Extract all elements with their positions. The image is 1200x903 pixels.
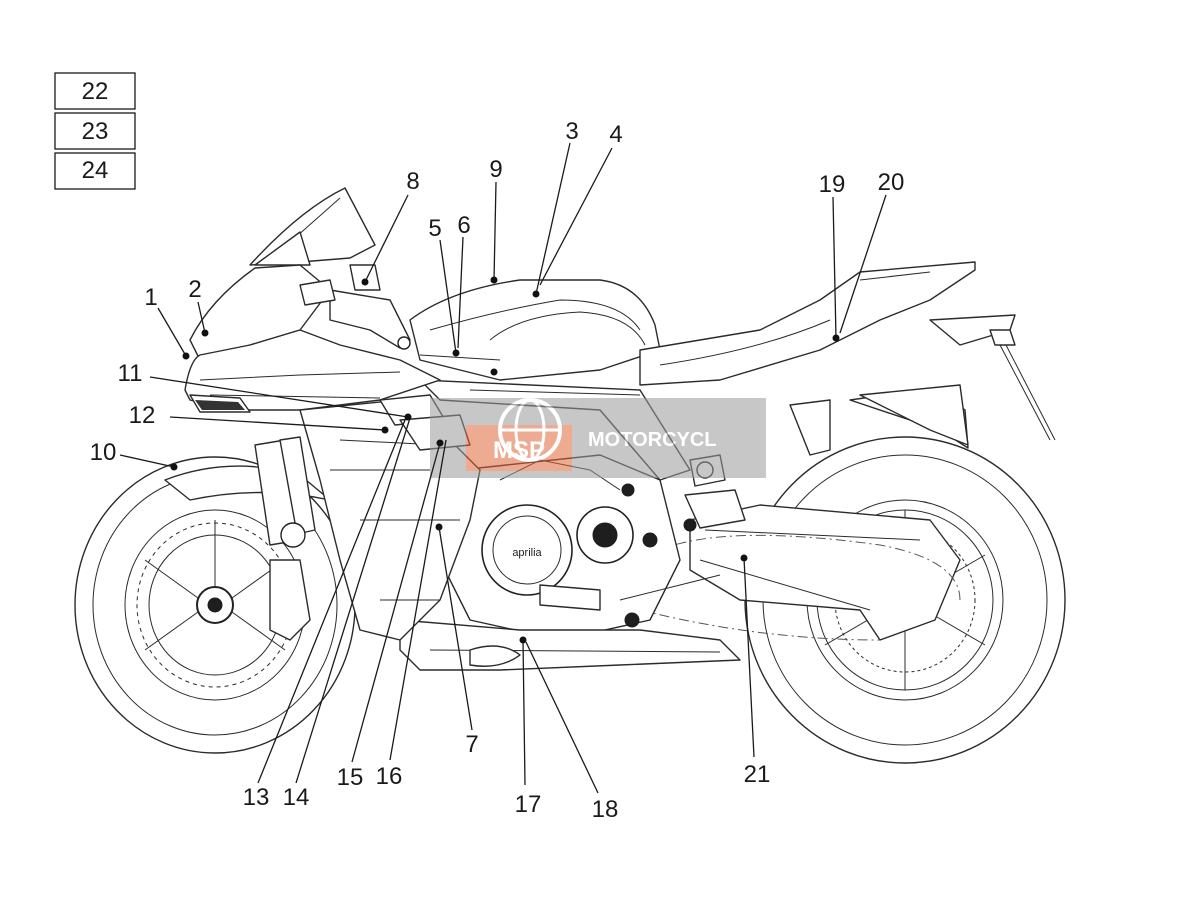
callout-3-label: 3 bbox=[565, 118, 578, 145]
engine: aprilia bbox=[439, 454, 681, 641]
callout-18-label: 18 bbox=[592, 796, 619, 823]
callout-17[interactable]: 17 bbox=[515, 636, 542, 819]
ref-box-22-label: 22 bbox=[82, 78, 109, 105]
callout-13[interactable]: 13 bbox=[243, 419, 406, 811]
callout-15-label: 15 bbox=[337, 764, 364, 791]
callout-4-label: 4 bbox=[609, 121, 622, 148]
watermark: MSP MOTORCYCL bbox=[430, 398, 766, 478]
callout-21[interactable]: 21 bbox=[740, 554, 771, 789]
callout-19[interactable]: 19 bbox=[819, 171, 846, 342]
front-fairing bbox=[184, 264, 441, 413]
callout-10-label: 10 bbox=[90, 439, 117, 466]
motorcycle-drawing: aprilia bbox=[74, 187, 1066, 764]
callout-13-label: 13 bbox=[243, 784, 270, 811]
callout-21-label: 21 bbox=[744, 761, 771, 788]
callout-12[interactable]: 12 bbox=[129, 402, 389, 434]
callout-16-label: 16 bbox=[376, 763, 403, 790]
callout-16[interactable]: 16 bbox=[376, 439, 447, 790]
callout-6[interactable]: 6 bbox=[457, 212, 471, 349]
watermark-badge-text: MSP bbox=[493, 437, 545, 464]
callout-14-label: 14 bbox=[283, 784, 310, 811]
callout-2-label: 2 bbox=[188, 276, 201, 303]
callout-7-label: 7 bbox=[465, 731, 478, 758]
callout-5-label: 5 bbox=[428, 215, 441, 242]
ref-box-22[interactable] bbox=[54, 72, 136, 110]
callout-18[interactable]: 18 bbox=[525, 641, 619, 823]
callout-1-label: 1 bbox=[144, 284, 157, 311]
fuel-tank bbox=[409, 279, 661, 381]
callout-2[interactable]: 2 bbox=[188, 276, 209, 337]
callout-17-label: 17 bbox=[515, 791, 542, 818]
callout-9-label: 9 bbox=[489, 156, 502, 183]
callout-3[interactable]: 3 bbox=[532, 118, 579, 298]
ref-box-24[interactable] bbox=[54, 152, 136, 190]
callout-20-label: 20 bbox=[878, 169, 905, 196]
callout-10[interactable]: 10 bbox=[90, 439, 178, 471]
ref-box-23-label: 23 bbox=[82, 118, 109, 145]
ref-box-23[interactable] bbox=[54, 112, 136, 150]
callout-11[interactable]: 11 bbox=[118, 360, 412, 421]
callout-14[interactable]: 14 bbox=[283, 417, 411, 811]
ref-box-24-label: 24 bbox=[82, 157, 109, 184]
seat-tail bbox=[639, 261, 1056, 446]
callout-6-label: 6 bbox=[457, 212, 470, 239]
decal-point-tank-side bbox=[490, 368, 498, 376]
reference-boxes: 22 23 24 bbox=[54, 72, 136, 190]
front-wheel bbox=[74, 456, 356, 754]
callout-1[interactable]: 1 bbox=[144, 284, 190, 360]
callout-11-label: 11 bbox=[118, 360, 143, 387]
callout-4[interactable]: 4 bbox=[539, 121, 623, 286]
callout-9[interactable]: 9 bbox=[489, 156, 503, 284]
callout-8[interactable]: 8 bbox=[361, 168, 420, 286]
callout-12-label: 12 bbox=[129, 402, 156, 429]
callouts: 1 2 3 4 5 6 bbox=[90, 118, 905, 823]
callout-19-label: 19 bbox=[819, 171, 846, 198]
callout-7[interactable]: 7 bbox=[435, 523, 479, 759]
watermark-text: MOTORCYCL bbox=[588, 429, 717, 451]
engine-cover-brand: aprilia bbox=[512, 547, 542, 559]
callout-5[interactable]: 5 bbox=[428, 215, 460, 357]
callout-8-label: 8 bbox=[406, 168, 419, 195]
callout-20[interactable]: 20 bbox=[839, 169, 905, 334]
callout-15[interactable]: 15 bbox=[337, 439, 444, 792]
